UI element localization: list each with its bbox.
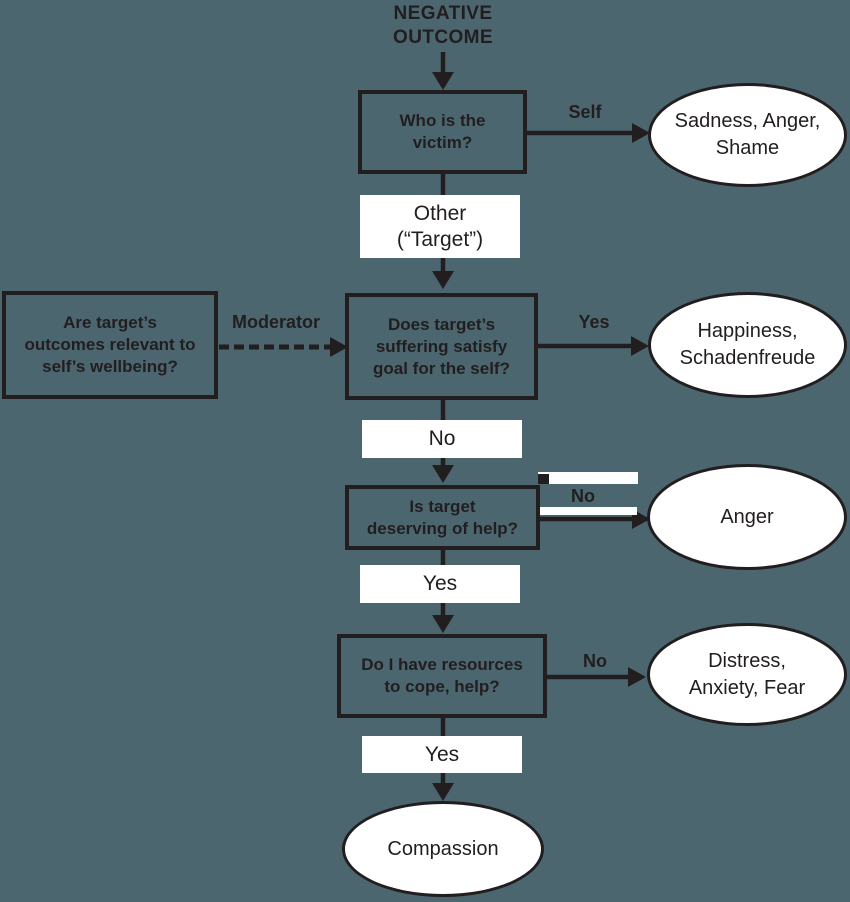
arrow-moderator-dashed: [219, 337, 348, 357]
path-label-text: Other (“Target”): [396, 201, 484, 251]
arrow-victim-to-sadness: [527, 123, 650, 143]
outcome-label: Distress, Anxiety, Fear: [688, 649, 806, 699]
decision-box-resources: Do I have resources to cope, help?: [337, 634, 547, 718]
outcome-label: Happiness, Schadenfreude: [679, 320, 816, 369]
decision-box-victim: Who is the victim?: [358, 90, 527, 174]
label-background-artifact: [538, 472, 638, 484]
outcome-label: Compassion: [387, 837, 499, 860]
arrow-resources-to-distress: [547, 667, 646, 687]
decision-box-relevance: Are target’s outcomes relevant to self’s…: [2, 291, 218, 399]
arrow-outcome-to-victim: [432, 52, 454, 90]
path-label-yes-resources: Yes: [362, 736, 522, 773]
decision-box-resources-label: Do I have resources to cope, help?: [361, 655, 523, 696]
decision-box-relevance-label: Are target’s outcomes relevant to self’s…: [24, 313, 196, 376]
decision-box-deserving-label: Is target deserving of help?: [366, 496, 519, 538]
branch-label-no-deserving: No: [571, 486, 595, 506]
outcome-ellipse-sadness-anger-shame: Sadness, Anger, Shame: [648, 83, 847, 187]
path-label-text: Yes: [424, 742, 460, 766]
outcome-label: Sadness, Anger, Shame: [674, 110, 821, 159]
path-label-other-target: Other (“Target”): [360, 195, 520, 258]
outcome-ellipse-anger: Anger: [647, 464, 847, 570]
decision-box-deserving: Is target deserving of help?: [345, 485, 540, 550]
branch-label-no-resources: No: [583, 651, 607, 671]
branch-label-self: Self: [568, 102, 602, 122]
branch-label-moderator: Moderator: [231, 312, 320, 332]
outcome-ellipse-happiness-schadenfreude: Happiness, Schadenfreude: [648, 292, 847, 398]
path-label-yes-deserving: Yes: [360, 565, 520, 603]
label-background-artifact: [540, 507, 637, 515]
outcome-label: Anger: [720, 505, 774, 528]
start-label: NEGATIVE OUTCOME: [393, 3, 493, 48]
path-label-text: No: [428, 427, 456, 450]
decision-box-suffering: Does target’s suffering satisfy goal for…: [345, 293, 538, 400]
artifact-mark: [538, 474, 549, 484]
path-label-no-suffering: No: [362, 420, 522, 458]
outcome-ellipse-distress-anxiety-fear: Distress, Anxiety, Fear: [647, 623, 847, 726]
decision-box-suffering-label: Does target’s suffering satisfy goal for…: [373, 314, 510, 378]
outcome-ellipse-compassion: Compassion: [342, 801, 544, 897]
path-label-text: Yes: [422, 572, 458, 595]
branch-label-yes-suffering: Yes: [578, 312, 610, 332]
arrow-suffering-to-happiness: [538, 336, 649, 356]
decision-box-victim-label: Who is the victim?: [399, 111, 486, 152]
